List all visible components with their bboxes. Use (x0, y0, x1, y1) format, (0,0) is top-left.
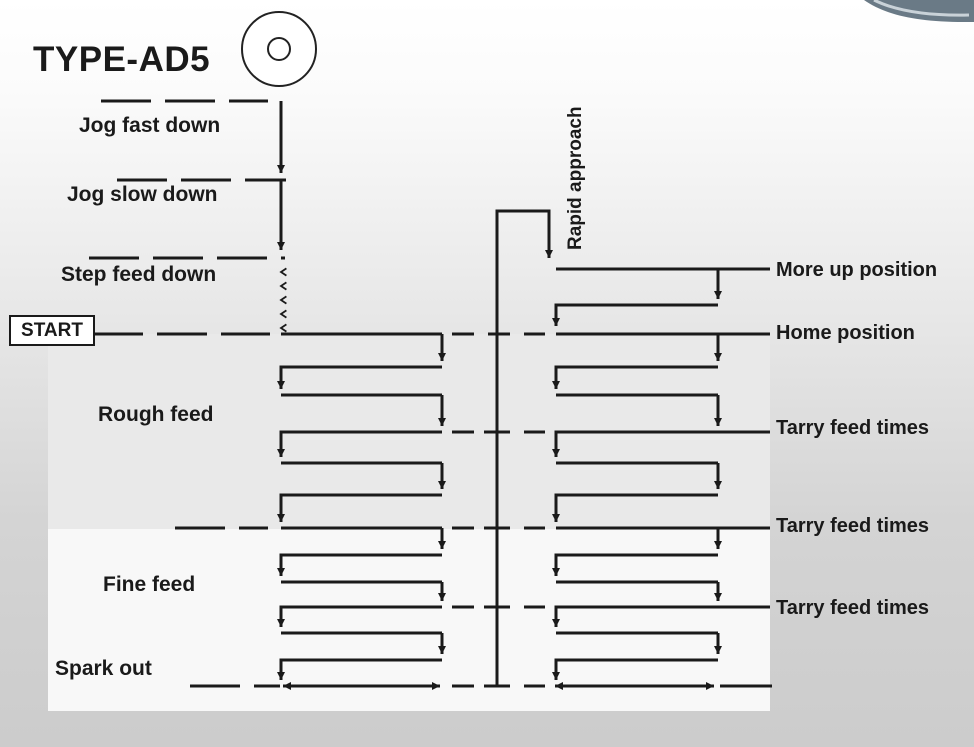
feed-return-path (277, 365, 442, 389)
feed-return-path (552, 658, 718, 680)
label-jog-slow-down: Jog slow down (67, 183, 218, 206)
label-tarry-feed-times-2: Tarry feed times (776, 515, 930, 537)
corner-decoration (864, 0, 974, 22)
label-tarry-feed-times-1: Tarry feed times (776, 417, 930, 439)
feed-return-path (277, 430, 442, 457)
feed-return-path (552, 493, 718, 522)
label-jog-fast-down: Jog fast down (79, 114, 221, 137)
feed-return-path (277, 553, 442, 576)
feed-return-path (552, 605, 718, 627)
label-rough-feed: Rough feed (98, 403, 214, 426)
feed-return-path (277, 605, 442, 627)
start-box: START (9, 315, 95, 346)
fine-feed-panel (48, 529, 770, 711)
label-fine-feed: Fine feed (103, 573, 196, 596)
feed-return-path (277, 658, 442, 680)
label-tarry-feed-times-3: Tarry feed times (776, 597, 930, 619)
label-step-feed-down: Step feed down (61, 263, 217, 286)
feed-return-path (552, 553, 718, 576)
feed-return-path (552, 430, 718, 457)
label-more-up-position: More up position (776, 259, 938, 281)
feed-return-path (277, 493, 442, 522)
feed-return-path (552, 365, 718, 389)
dial-icon (241, 11, 317, 87)
label-spark-out: Spark out (55, 657, 152, 680)
label-home-position: Home position (776, 322, 915, 344)
diagram-title: TYPE-AD5 (33, 40, 211, 79)
